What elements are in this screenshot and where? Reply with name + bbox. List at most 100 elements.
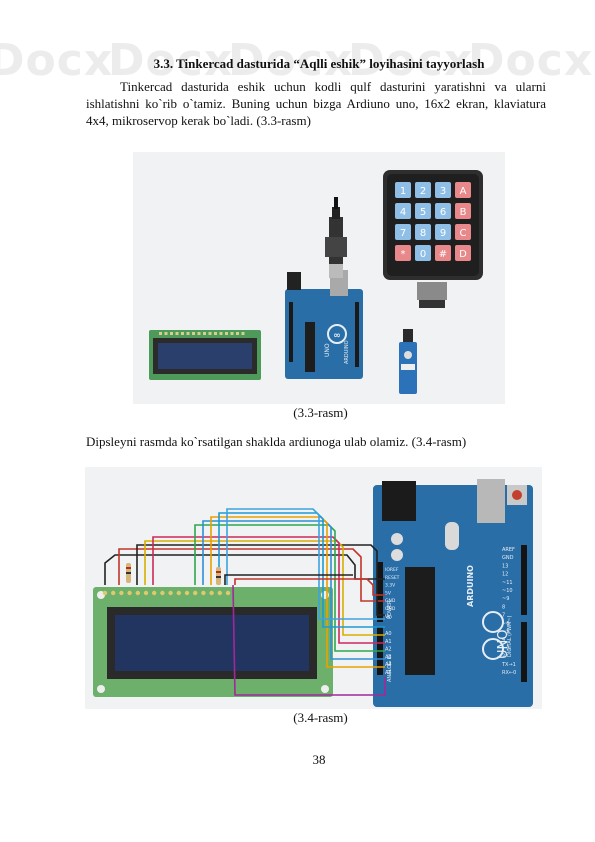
arduino-board-large: ARDUINO UNO ANALOG IN POWER DIGITAL (PWM… bbox=[373, 479, 533, 707]
analog-pin-label: A0 bbox=[385, 631, 392, 637]
figure-caption-3-3: (3.3-rasm) bbox=[293, 405, 348, 420]
lcd-pin bbox=[225, 332, 228, 335]
power-pin-label: RESET bbox=[385, 575, 400, 581]
analog-pin-label: A4 bbox=[385, 662, 392, 668]
digital-pin-label: RX←0 bbox=[502, 670, 516, 676]
digital-pin-label: ~11 bbox=[502, 580, 513, 586]
lcd-pin bbox=[143, 590, 149, 596]
lcd-pin bbox=[175, 332, 179, 335]
svg-text:C: C bbox=[460, 228, 467, 239]
keypad-key: 2 bbox=[415, 182, 431, 198]
power-pin-label: 5V bbox=[385, 590, 392, 596]
keypad-key: 8 bbox=[415, 224, 431, 240]
lcd-pin bbox=[230, 332, 234, 335]
keypad-key: 9 bbox=[435, 224, 451, 240]
svg-text:*: * bbox=[401, 249, 406, 260]
lcd-pin bbox=[208, 332, 212, 335]
svg-text:1: 1 bbox=[400, 186, 406, 197]
section-heading: 3.3. Tinkercad dasturida “Aqlli eshik” l… bbox=[153, 56, 485, 71]
svg-text:8: 8 bbox=[420, 228, 426, 239]
lcd-pin bbox=[111, 590, 116, 596]
lcd-pin bbox=[192, 332, 195, 335]
svg-text:2: 2 bbox=[420, 186, 426, 197]
power-pin-label: Vin bbox=[385, 614, 392, 620]
svg-text:A: A bbox=[460, 186, 467, 197]
lcd-pin bbox=[236, 332, 239, 335]
lcd-pin bbox=[159, 332, 162, 335]
lcd-pin bbox=[168, 590, 173, 596]
svg-text:5: 5 bbox=[420, 207, 426, 218]
svg-text:#: # bbox=[439, 249, 447, 260]
digital-label: DIGITAL (PWM~) bbox=[507, 615, 513, 657]
lcd-pin bbox=[217, 590, 222, 596]
analog-pin-label: A1 bbox=[385, 639, 392, 645]
keypad-key: 6 bbox=[435, 203, 451, 219]
lcd-pin bbox=[170, 332, 173, 335]
digital-pin-label: 12 bbox=[502, 572, 508, 578]
svg-text:D: D bbox=[459, 249, 467, 260]
resistor bbox=[126, 563, 131, 583]
lcd-pin bbox=[119, 590, 124, 596]
keypad-key: 7 bbox=[395, 224, 411, 240]
brand-label: ARDUINO bbox=[344, 340, 350, 364]
svg-text:3: 3 bbox=[440, 186, 446, 197]
keypad-key: C bbox=[455, 224, 471, 240]
lcd-pin bbox=[152, 590, 157, 596]
brand-label-large: ARDUINO bbox=[466, 565, 475, 607]
lcd-pin bbox=[201, 590, 206, 596]
keypad-key: D bbox=[455, 245, 471, 261]
lcd-pin bbox=[214, 332, 217, 335]
power-pin-label: GND bbox=[385, 598, 396, 604]
lcd-pin bbox=[184, 590, 190, 596]
digital-pin-label: 7 bbox=[502, 613, 505, 619]
keypad-key: 5 bbox=[415, 203, 431, 219]
keypad-key: 0 bbox=[415, 245, 431, 261]
digital-pin-label: ~3 bbox=[502, 645, 509, 651]
keypad-key: A bbox=[455, 182, 471, 198]
micro-servo bbox=[399, 329, 417, 394]
lcd-pin bbox=[219, 332, 223, 335]
svg-text:9: 9 bbox=[440, 228, 446, 239]
analog-label: ANALOG IN bbox=[387, 654, 393, 682]
figure-caption-3-4: (3.4-rasm) bbox=[293, 710, 348, 725]
lcd-module-large bbox=[93, 587, 333, 697]
lcd-pin bbox=[176, 590, 181, 596]
analog-pin-label: A2 bbox=[385, 647, 392, 653]
lcd-pin bbox=[164, 332, 168, 335]
lcd-pin bbox=[135, 590, 140, 596]
svg-text:B: B bbox=[460, 207, 467, 218]
wiring-sentence: Dipsleyni rasmda ko`rsatilgan shaklda ar… bbox=[86, 434, 467, 449]
lcd-pin bbox=[203, 332, 206, 335]
svg-text:0: 0 bbox=[420, 249, 426, 260]
lcd-pin bbox=[241, 332, 245, 335]
lcd-pin bbox=[186, 332, 190, 335]
wiring-illustration: ARDUINO UNO ANALOG IN POWER DIGITAL (PWM… bbox=[93, 479, 533, 707]
lcd-module bbox=[149, 330, 261, 380]
digital-pin-label: TX→1 bbox=[501, 662, 516, 668]
figure-wiring: ARDUINO UNO ANALOG IN POWER DIGITAL (PWM… bbox=[85, 467, 542, 709]
power-label: POWER bbox=[387, 600, 393, 619]
digital-pin-label: ~10 bbox=[502, 588, 513, 594]
lcd-pin bbox=[127, 590, 132, 596]
power-pin-label: GND bbox=[385, 606, 396, 612]
power-pin-label: 3.3V bbox=[385, 583, 396, 589]
lcd-pin bbox=[197, 332, 201, 335]
board-label: UNO bbox=[324, 343, 331, 357]
svg-text:7: 7 bbox=[400, 228, 406, 239]
digital-pin-label: ~9 bbox=[502, 596, 509, 602]
digital-pin-label: ~5 bbox=[502, 629, 509, 635]
usb-cable bbox=[325, 197, 347, 278]
keypad-key: 3 bbox=[435, 182, 451, 198]
analog-pin-label: A3 bbox=[385, 654, 392, 660]
lcd-pin bbox=[181, 332, 184, 335]
svg-text:6: 6 bbox=[440, 207, 446, 218]
digital-pin-label: 8 bbox=[502, 604, 505, 610]
keypad-key: # bbox=[435, 245, 451, 261]
keypad-key: B bbox=[455, 203, 471, 219]
lcd-pin bbox=[225, 590, 231, 596]
page-number: 38 bbox=[312, 752, 326, 767]
digital-pin-label: GND bbox=[502, 555, 514, 561]
